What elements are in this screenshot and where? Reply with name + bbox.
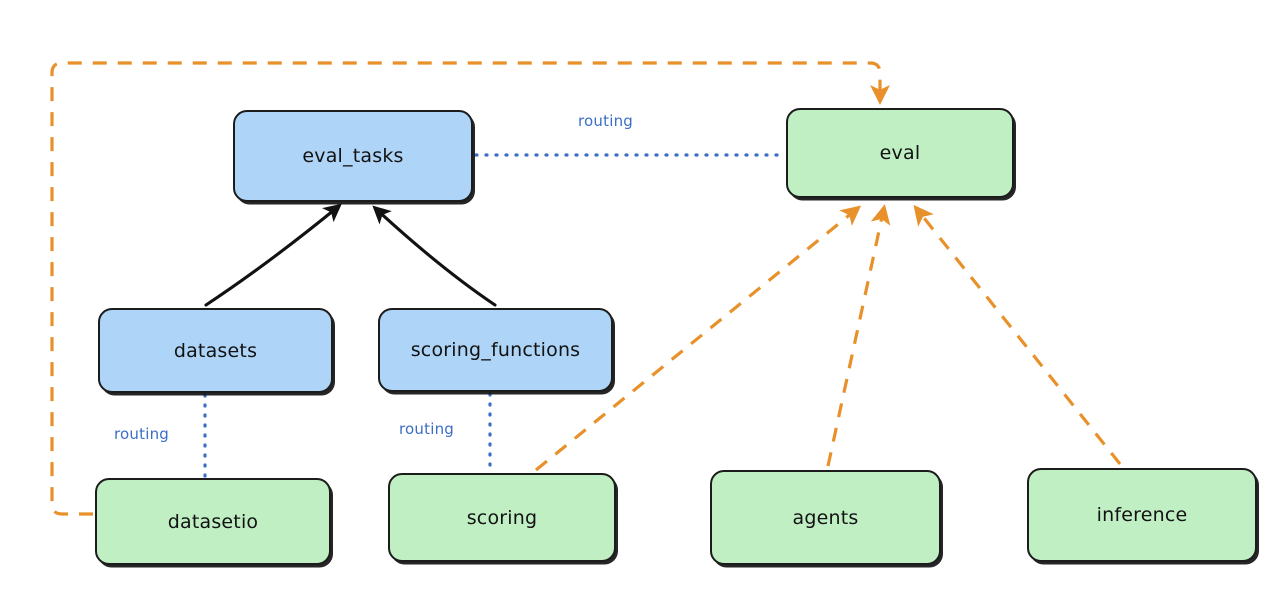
node-datasets[interactable]: datasets <box>98 308 333 393</box>
node-label-eval: eval <box>879 142 921 164</box>
node-label-scoring: scoring <box>466 506 538 529</box>
node-inference[interactable]: inference <box>1027 468 1257 562</box>
node-label-inference: inference <box>1096 504 1188 526</box>
edge-agents-to-eval-dependency <box>826 204 891 467</box>
node-label-scoring-functions: scoring_functions <box>410 339 581 361</box>
node-scoring-functions[interactable]: scoring_functions <box>378 308 613 392</box>
edge-inference-to-eval-dependency <box>913 204 1122 465</box>
edge-scoring-functions-to-eval-tasks <box>372 205 497 307</box>
edge-label-routing-scoring: routing <box>399 420 454 438</box>
edge-datasets-to-eval-tasks <box>204 203 342 307</box>
edge-label-routing-datasetio: routing <box>114 425 169 443</box>
node-label-agents: agents <box>792 506 859 529</box>
node-eval[interactable]: eval <box>786 108 1014 198</box>
node-label-eval-tasks: eval_tasks <box>302 145 404 167</box>
node-scoring[interactable]: scoring <box>388 473 616 562</box>
node-label-datasetio: datasetio <box>167 510 259 533</box>
edge-label-routing-eval: routing <box>578 112 633 130</box>
node-agents[interactable]: agents <box>710 470 941 565</box>
node-eval-tasks[interactable]: eval_tasks <box>233 110 473 202</box>
node-label-datasets: datasets <box>173 339 258 362</box>
node-datasetio[interactable]: datasetio <box>95 478 331 565</box>
